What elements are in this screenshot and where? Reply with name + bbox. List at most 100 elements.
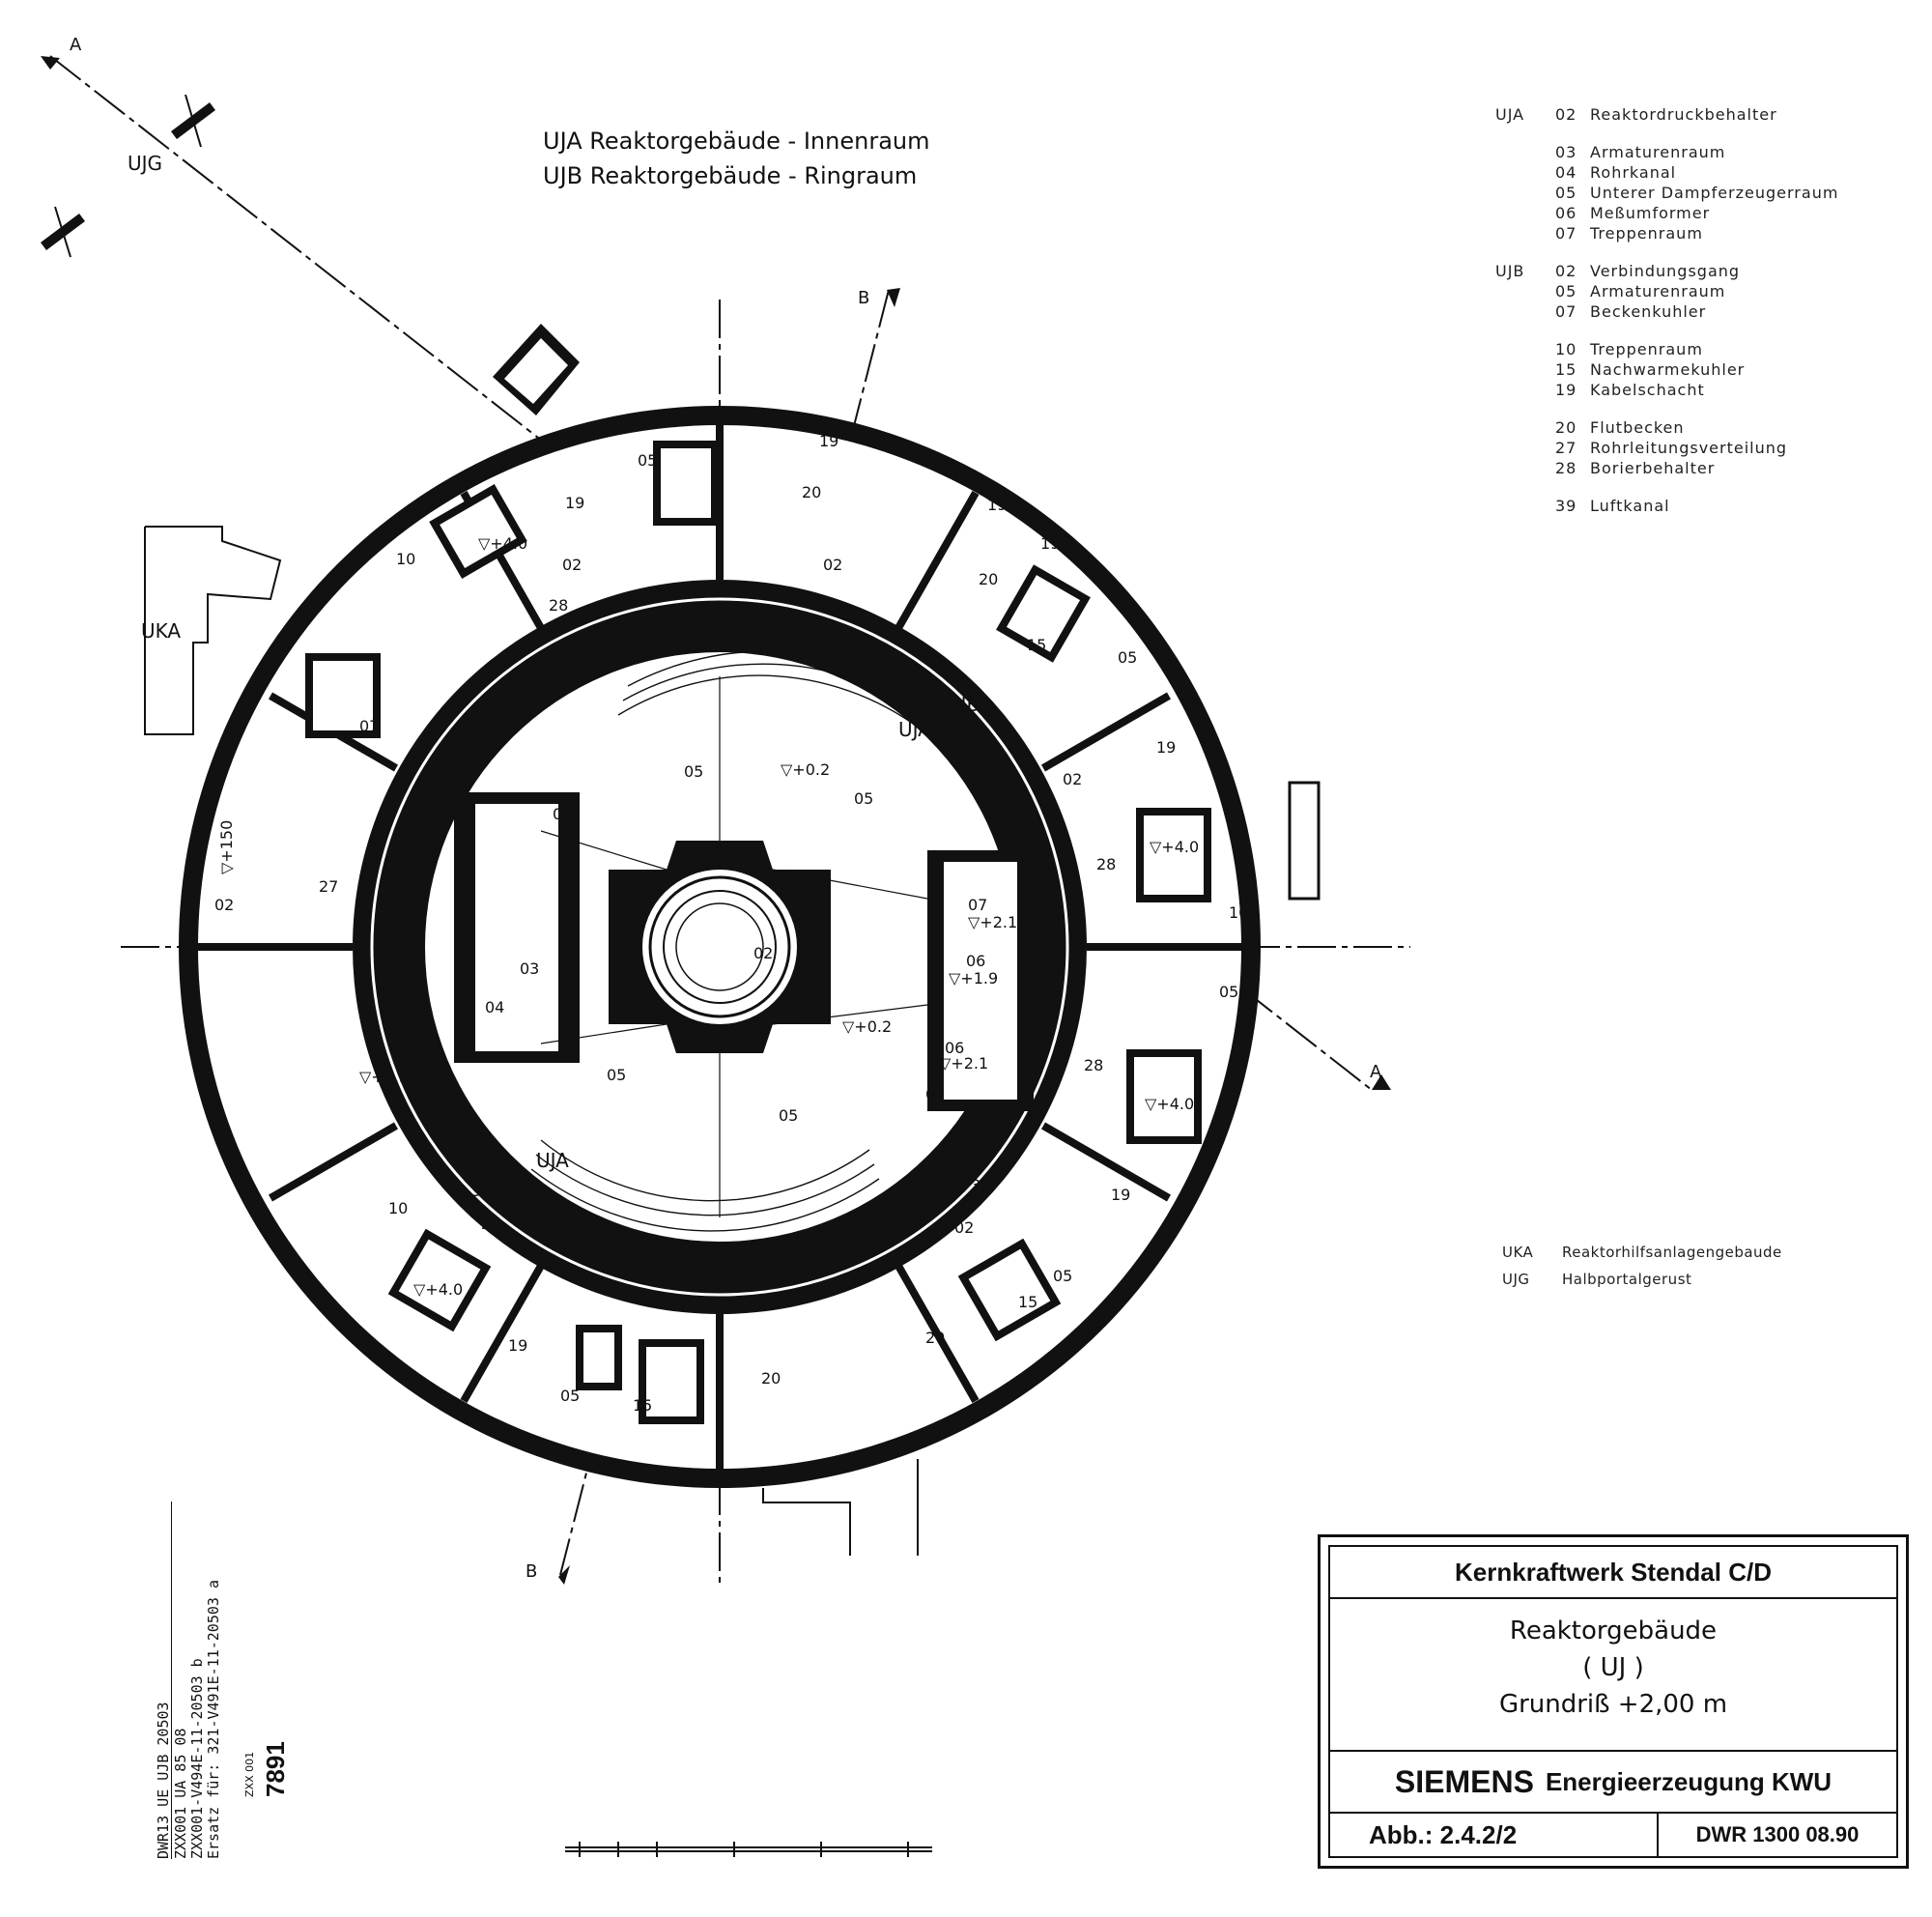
legend-text: Nachwarmekuhler [1590, 360, 1746, 379]
level-mark: ▽+1.9 [949, 969, 998, 987]
title-ujb: UJB Reaktorgebäude - Ringraum [543, 162, 918, 189]
room-number-label: 19 [565, 494, 584, 512]
room-number-label: 05 [854, 789, 873, 808]
room-number-label: 20 [761, 1369, 781, 1388]
level-mark: ▽+0.2 [781, 760, 830, 779]
room-number-label: 15 [1027, 636, 1046, 654]
legend-row: 05 Unterer Dampferzeugerraum [1495, 183, 1920, 203]
uka-annex [144, 526, 282, 735]
legend-code: 07 [1555, 302, 1577, 321]
room-number-label: 06 [945, 1039, 964, 1057]
document-number: DWR 1300 08.90 [1695, 1822, 1860, 1846]
section-label-b-top: B [858, 288, 869, 308]
room-number-label: 02 [1063, 770, 1082, 788]
legend-text: Luftkanal [1590, 497, 1670, 515]
legend-code: 05 [1555, 184, 1577, 202]
room-number-label: 02 [954, 1218, 974, 1237]
legend-text: Treppenraum [1590, 340, 1703, 358]
room-number-label: 19 [1040, 534, 1060, 553]
level-mark: ▽+3.3 [359, 1068, 409, 1086]
legend-text: Verbindungsgang [1590, 262, 1741, 280]
legend-code: 02 [1555, 262, 1577, 280]
ring-partitions [198, 425, 1241, 1469]
legend-bld: UJG [1502, 1271, 1530, 1288]
legend-text: Armaturenraum [1590, 282, 1726, 300]
legend-text: Rohrleitungsverteilung [1590, 439, 1788, 457]
legend-row: 28 Borierbehalter [1495, 458, 1920, 478]
subject-line: Grundriß +2,00 m [1498, 1690, 1728, 1719]
room-number-label: 05 [1053, 1267, 1072, 1285]
room-number-label: 03 [520, 959, 539, 978]
label-ujb-bottom: UJB [478, 1159, 511, 1182]
legend-text: Beckenkuhler [1590, 302, 1707, 321]
room-number-label: 19 [1111, 1186, 1130, 1204]
section-arrow-a-top [41, 56, 60, 70]
room-number-label: 07 [359, 717, 379, 735]
room-number-label: 05 [684, 762, 703, 781]
room-number-label: 05 [1219, 983, 1238, 1001]
level-mark: ▽+0.2 [842, 1017, 892, 1036]
label-ujg: UJG [128, 152, 162, 175]
legend-row: 20 Flutbecken [1495, 417, 1920, 438]
legend-code: 07 [1555, 224, 1577, 243]
level-mark: ▽+4.0 [413, 1280, 463, 1299]
project-title: Kernkraftwerk Stendal C/D [1330, 1547, 1896, 1599]
legend-code: 03 [1555, 143, 1577, 161]
stamp-line: ZXX001 UA 85 08 [172, 1728, 189, 1859]
legend-code: 20 [1555, 418, 1577, 437]
room-number-label: 28 [1096, 855, 1116, 873]
title-block: Kernkraftwerk Stendal C/D Reaktorgebäude… [1318, 1534, 1909, 1869]
legend-row: 07 Treppenraum [1495, 223, 1920, 243]
room-number-label: 07 [968, 896, 987, 914]
legend-text: Armaturenraum [1590, 143, 1726, 161]
legend-code: 04 [1555, 163, 1577, 182]
company-logo-text: SIEMENS [1394, 1763, 1534, 1799]
legend-code: 10 [1555, 340, 1577, 358]
legend-text: Borierbehalter [1590, 459, 1716, 477]
room-number-label: 39 [971, 1176, 990, 1194]
room-number-label: 19 [508, 1336, 527, 1355]
room-number-label: 28 [549, 596, 568, 615]
figure-number: Abb.: 2.4.2/2 [1330, 1814, 1659, 1856]
stair-annex-right [1288, 781, 1321, 901]
room-number-label: 28 [1084, 1056, 1103, 1074]
legend-code: 06 [1555, 204, 1577, 222]
legend-code: 28 [1555, 459, 1577, 477]
room-number-label: 04 [485, 998, 504, 1016]
label-uja-bottom: UJA [536, 1149, 569, 1172]
scale-bar [565, 1842, 932, 1857]
legend-text: Flutbecken [1590, 418, 1685, 437]
room-number-label: 02 [823, 556, 842, 574]
room-number-label: 19 [987, 496, 1007, 514]
legend-text: Kabelschacht [1590, 381, 1705, 399]
section-arrow-b-bottom [558, 1565, 570, 1585]
level-mark: ▽+2.1 [939, 1054, 988, 1073]
room-number-label: 39 [653, 585, 672, 603]
legend-text: Unterer Dampferzeugerraum [1590, 184, 1839, 202]
legend-text: Halbportalgerust [1562, 1271, 1692, 1288]
label-ujb-top: UJB [947, 693, 980, 716]
room-number-label: 02 [214, 896, 234, 914]
section-label-a-top: A [70, 35, 82, 55]
legend-row: 10 Treppenraum [1495, 339, 1920, 359]
subject-line: Reaktorgebäude [1509, 1617, 1718, 1645]
room-number-label: 10 [1229, 903, 1248, 922]
stamp-line: ZXX001-V494E-11-20503 b [188, 1658, 206, 1859]
section-label-a-right: A [1370, 1062, 1382, 1082]
label-uja-top: UJA [898, 718, 931, 741]
legend-code: 05 [1555, 282, 1577, 300]
room-number-label: 05 [779, 1106, 798, 1125]
legend-text: Treppenraum [1590, 224, 1703, 243]
